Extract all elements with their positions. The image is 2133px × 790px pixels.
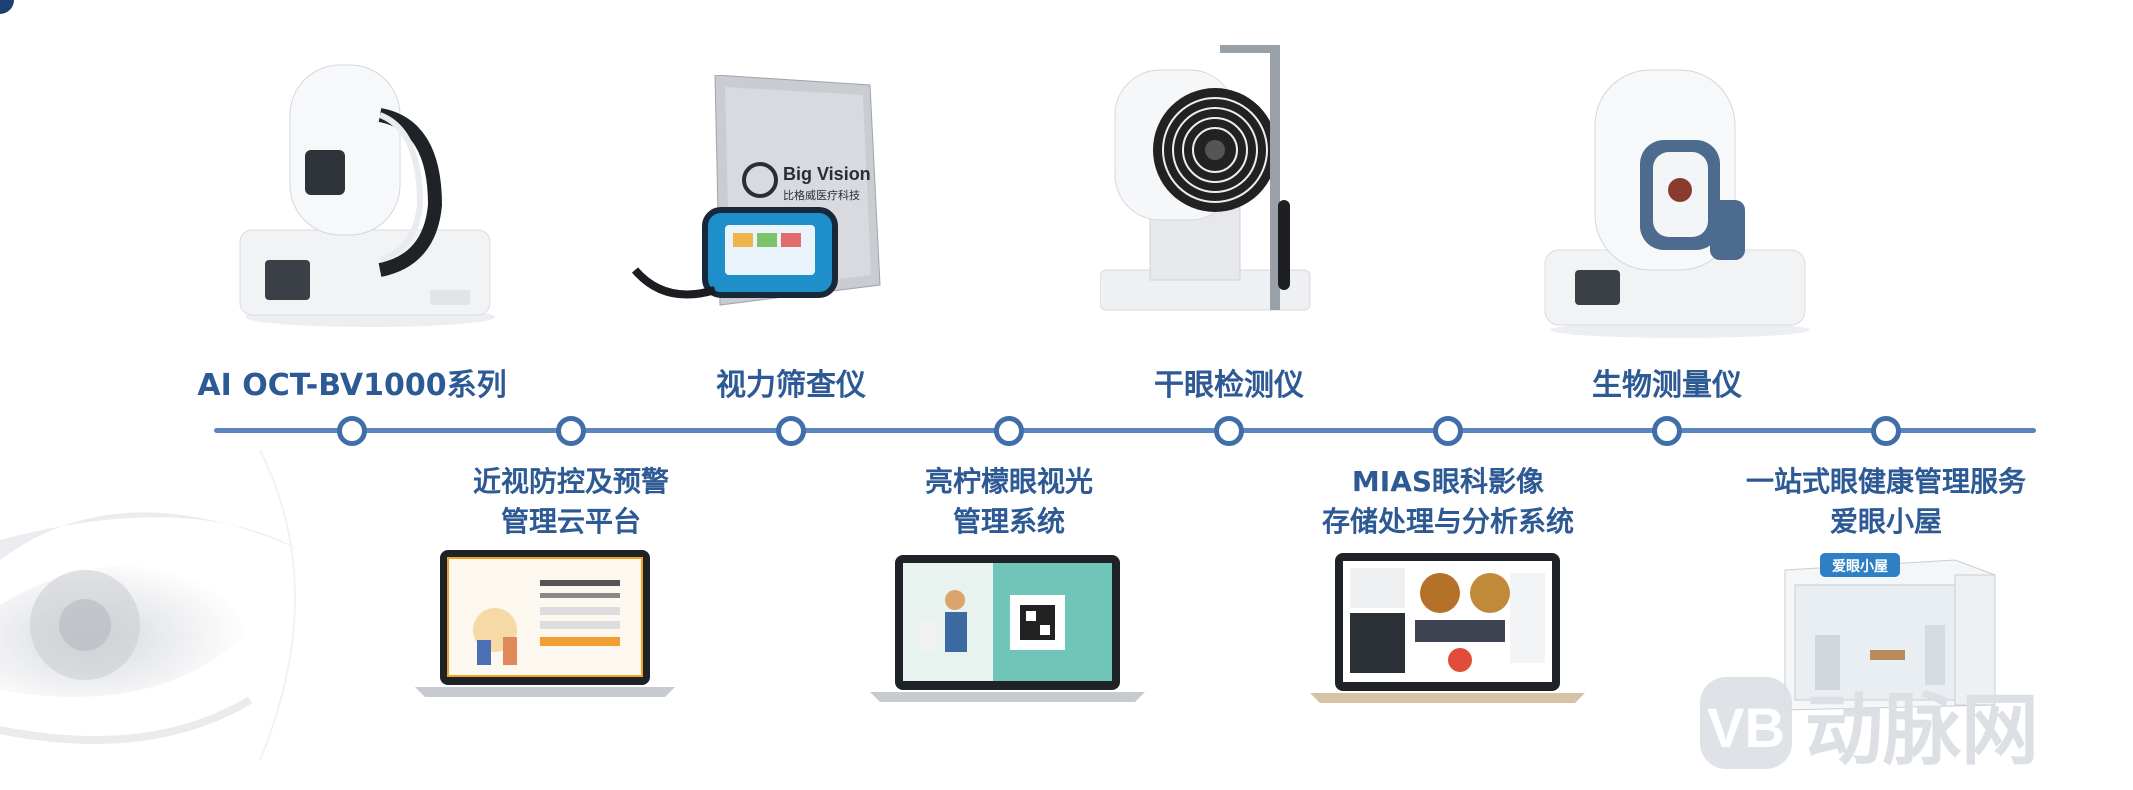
- product-label-dry-eye: 干眼检测仪: [1154, 368, 1304, 403]
- label-line-2: 管理云平台: [500, 505, 642, 538]
- timeline-node-icon: [1652, 416, 1682, 446]
- mias-system-laptop-image: [1310, 553, 1585, 703]
- timeline-node-icon: [994, 416, 1024, 446]
- label-line-2: 爱眼小屋: [1829, 505, 1943, 538]
- label-line-1: MIAS眼科影像: [1351, 465, 1545, 498]
- watermark-text: 动脉网: [1805, 686, 2039, 776]
- timeline-node-icon: [776, 416, 806, 446]
- eye-watermark-icon: [0, 449, 300, 761]
- product-label-biometer: 生物测量仪: [1592, 368, 1742, 403]
- timeline-node-icon: [1214, 416, 1244, 446]
- house-sign: 爱眼小屋: [1832, 559, 1888, 575]
- timeline-node-icon: [337, 416, 367, 446]
- label-line-1: 一站式眼健康管理服务: [1745, 465, 2027, 498]
- product-label-oct: AI OCT-BV1000系列: [197, 368, 507, 403]
- device-brand-cn: 比格威医疗科技: [783, 188, 860, 202]
- watermark-logo: VB 动脉网: [1700, 677, 2039, 776]
- timeline-line: [214, 428, 2036, 433]
- vision-screener-image: Big Vision 比格威医疗科技: [631, 75, 881, 306]
- product-label-myopia-platform: 近视防控及预警 管理云平台: [473, 462, 669, 542]
- lemon-system-laptop-image: [870, 555, 1145, 702]
- label-line-2: 管理系统: [952, 505, 1066, 538]
- oct-device-image: [239, 64, 495, 327]
- product-label-lemon-system: 亮柠檬眼视光 管理系统: [925, 462, 1093, 542]
- label-line-1: 近视防控及预警: [472, 465, 670, 498]
- device-brand: Big Vision: [783, 164, 871, 184]
- biometer-image: [1544, 69, 1810, 338]
- label-line-1: 亮柠檬眼视光: [924, 465, 1094, 498]
- myopia-platform-laptop-image: [415, 550, 675, 697]
- dry-eye-device-image: [1100, 45, 1311, 311]
- product-label-eye-care-house: 一站式眼健康管理服务 爱眼小屋: [1746, 462, 2026, 542]
- timeline-node-icon: [1871, 416, 1901, 446]
- label-line-2: 存储处理与分析系统: [1321, 505, 1575, 538]
- product-label-mias-system: MIAS眼科影像 存储处理与分析系统: [1322, 462, 1574, 542]
- product-label-vision-screener: 视力筛查仪: [716, 368, 866, 403]
- timeline-node-icon: [556, 416, 586, 446]
- eye-care-house-image: 爱眼小屋: [1784, 553, 1996, 711]
- watermark-logo-mark: VB: [1707, 696, 1785, 759]
- corner-accent: [0, 0, 14, 14]
- timeline-node-icon: [1433, 416, 1463, 446]
